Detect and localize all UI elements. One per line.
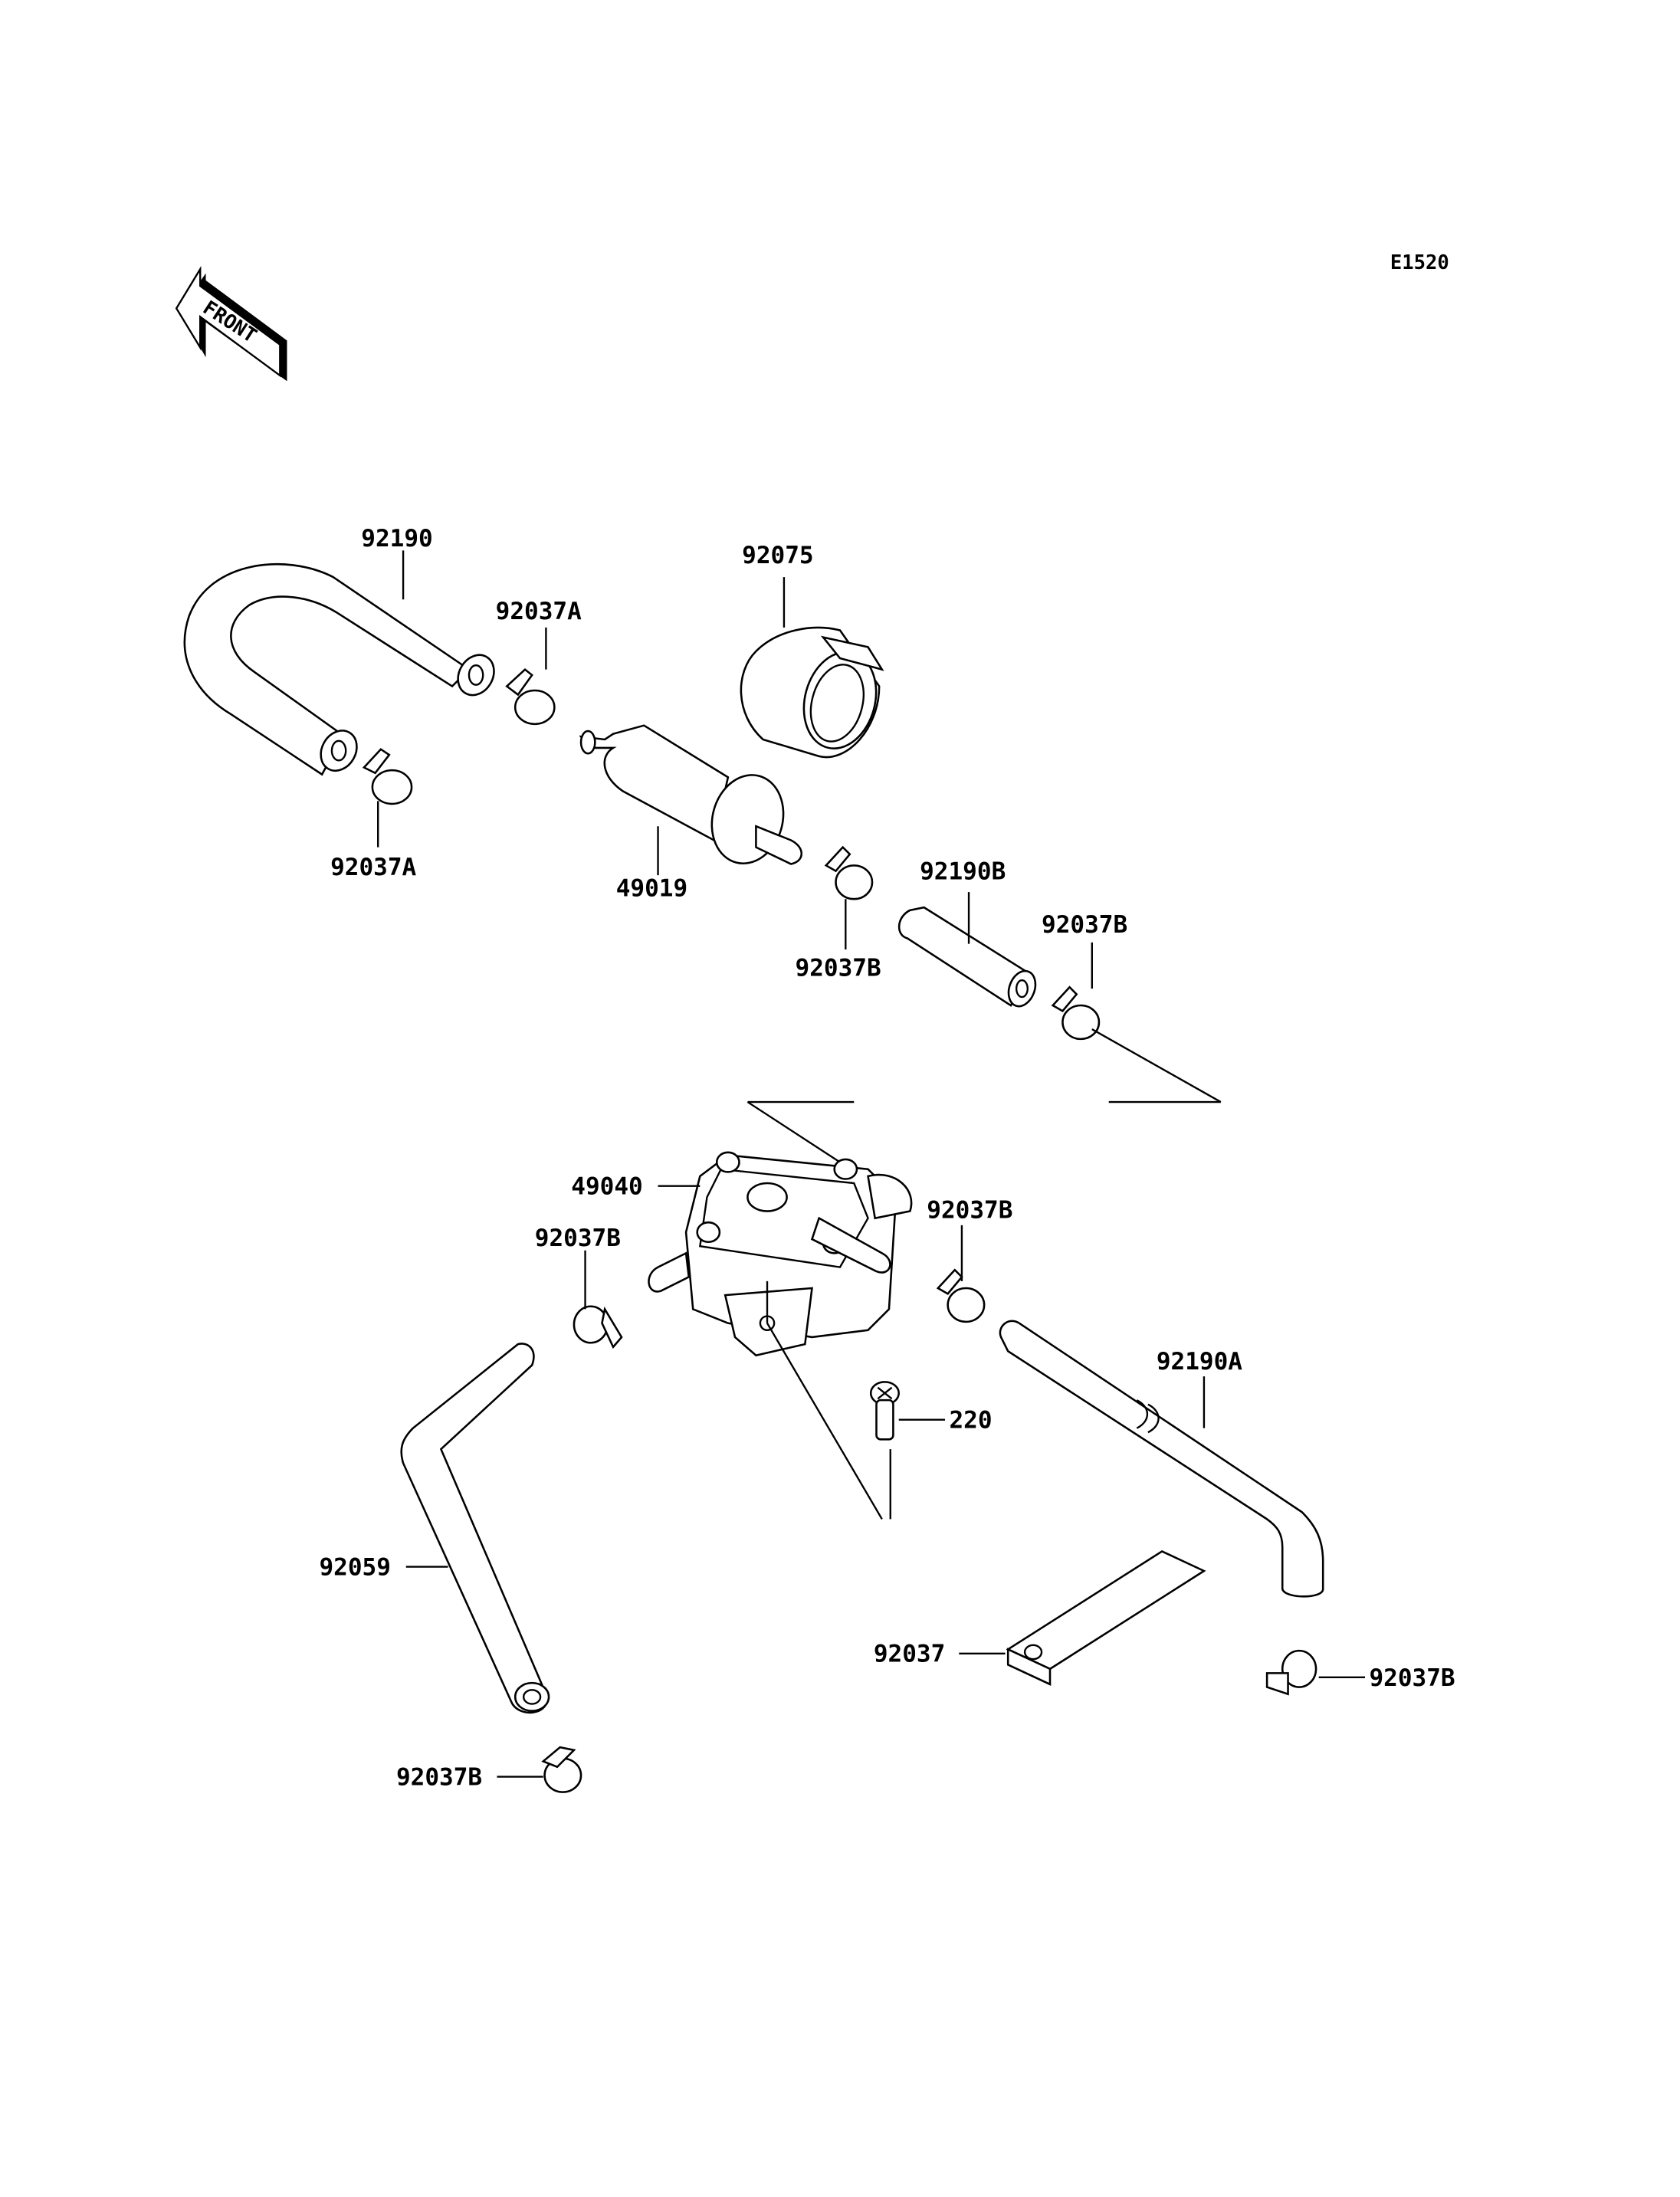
label-92190: 92190 [361, 525, 432, 553]
clamp-92037b-pump-right[interactable] [936, 1268, 986, 1323]
label-92037b-filter: 92037B [796, 955, 881, 982]
label-49019: 49019 [616, 875, 687, 903]
clamp-92037b-bottom-left[interactable] [541, 1746, 582, 1793]
label-92037b-bottom-right: 92037B [1369, 1664, 1455, 1692]
label-49040: 49040 [571, 1173, 642, 1201]
holder-92075[interactable] [740, 626, 887, 759]
label-92037b-pump-right: 92037B [927, 1197, 1012, 1225]
clamp-92037b-filter[interactable] [824, 845, 874, 900]
label-92075: 92075 [742, 542, 813, 569]
hose-92190b[interactable] [897, 906, 1040, 1010]
bolt-220[interactable] [869, 1381, 900, 1441]
label-92037a-top: 92037A [496, 598, 582, 625]
hose-92059[interactable] [400, 1343, 550, 1714]
clamp-92037a-top[interactable] [505, 667, 556, 726]
label-92037b-pump-left: 92037B [535, 1225, 621, 1252]
hose-92190a[interactable] [999, 1320, 1324, 1598]
clamp-92037b-right[interactable] [1051, 985, 1101, 1041]
strap-92037[interactable] [1006, 1549, 1206, 1686]
bolt-bracket-lines [766, 1323, 891, 1520]
front-arrow-icon: FRONT [175, 265, 287, 382]
fuel-pump-49040[interactable] [648, 1151, 913, 1357]
fuel-filter-49019[interactable] [579, 724, 803, 872]
label-92190a: 92190A [1157, 1348, 1242, 1376]
label-92037b-right: 92037B [1042, 911, 1127, 939]
label-92059: 92059 [319, 1553, 390, 1581]
label-92037: 92037 [874, 1641, 945, 1668]
label-92190b: 92190B [920, 858, 1006, 886]
label-220: 220 [949, 1407, 992, 1435]
label-92037a-bottom: 92037A [330, 854, 416, 881]
clamp-92037b-pump-left[interactable] [573, 1305, 623, 1349]
diagram-code: E1520 [1390, 251, 1449, 274]
label-92037b-bottom-left: 92037B [396, 1763, 482, 1791]
clamp-92037a-bottom[interactable] [362, 748, 413, 805]
hose-92190[interactable] [183, 563, 501, 777]
assembly-bracket-lines [746, 1028, 1222, 1163]
clamp-92037b-bottom-right[interactable] [1265, 1649, 1317, 1696]
